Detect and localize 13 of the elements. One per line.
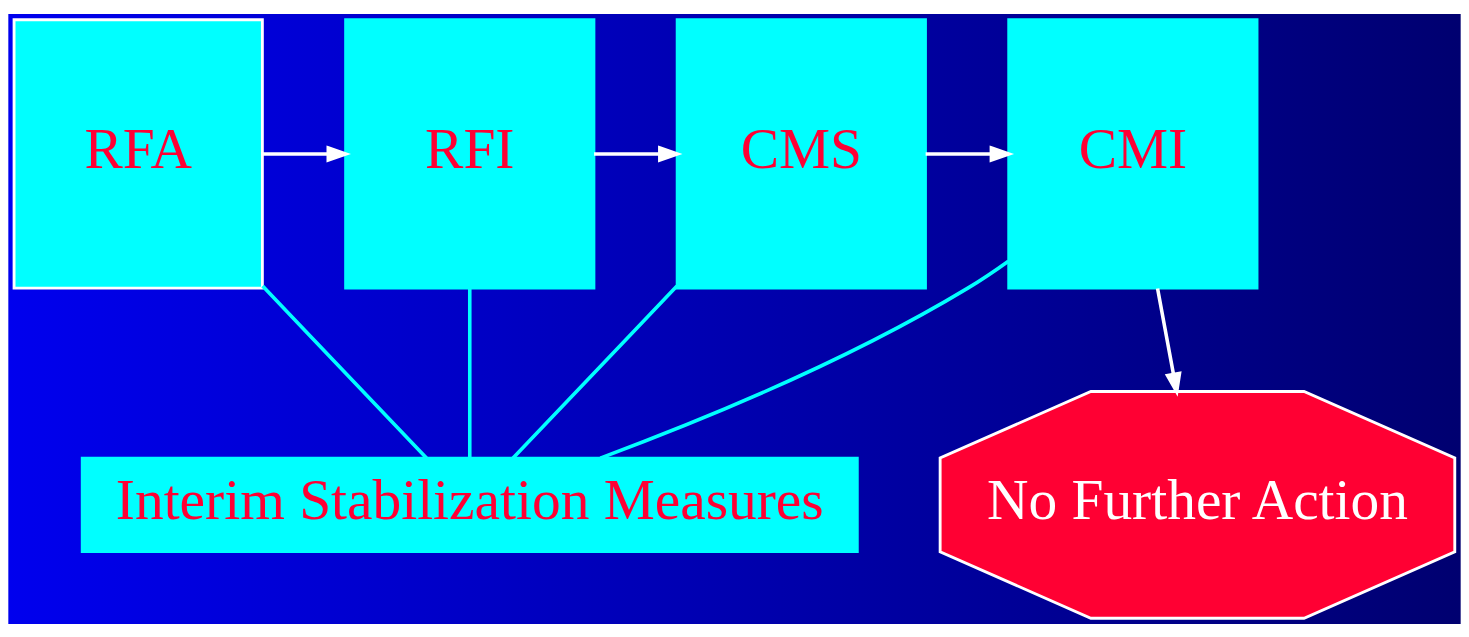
node-box: RFA — [12, 17, 264, 290]
node-box: Interim Stabilization Measures — [80, 456, 859, 553]
arrow — [925, 144, 1015, 162]
node-box: RFI — [344, 17, 596, 290]
arrow — [262, 144, 351, 162]
arrow — [594, 144, 683, 162]
node-box: CMS — [675, 17, 927, 290]
connector — [261, 284, 428, 459]
arrow — [1155, 287, 1182, 397]
connector — [467, 287, 472, 458]
node-box: CMI — [1007, 17, 1259, 290]
connector — [511, 284, 679, 459]
connector — [599, 259, 1010, 460]
